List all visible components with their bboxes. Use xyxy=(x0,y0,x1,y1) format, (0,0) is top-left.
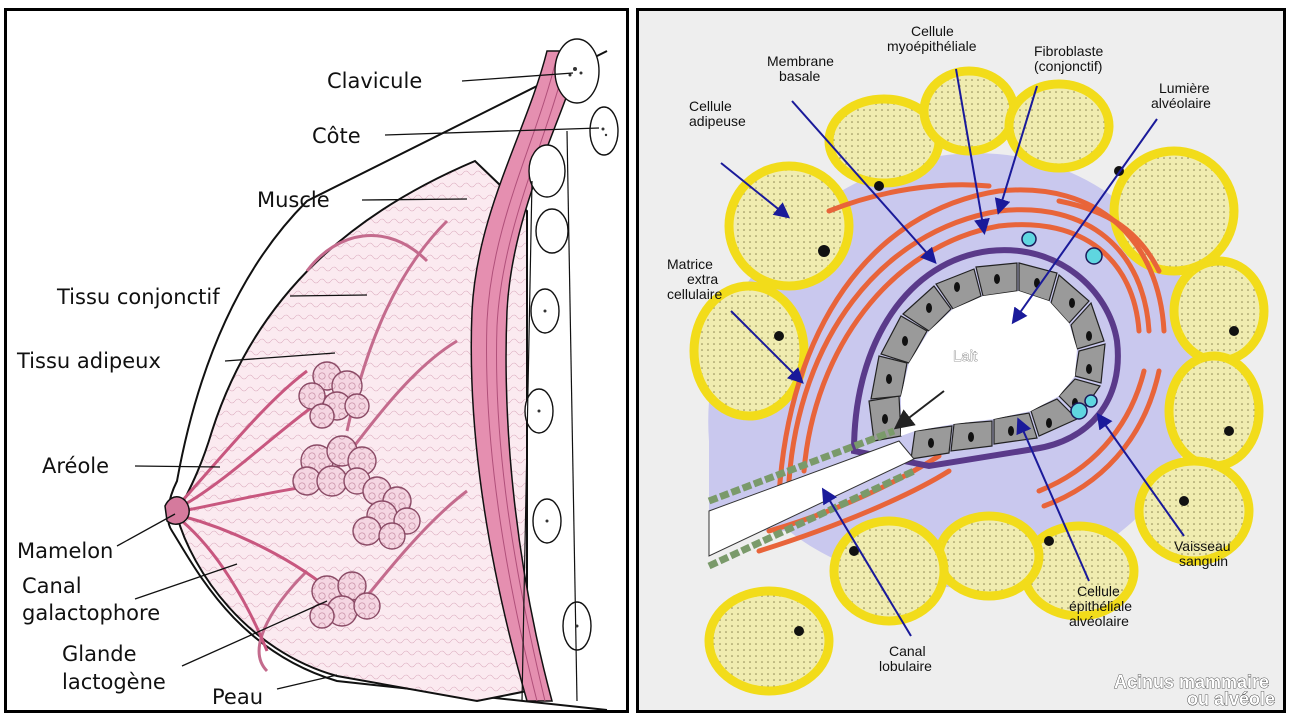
label-vaisseau-1: Vaisseau xyxy=(1174,538,1231,554)
label-matrice-3: cellulaire xyxy=(667,286,722,302)
label-cote: Côte xyxy=(312,124,361,148)
label-myo-1: Cellule xyxy=(911,23,954,39)
label-myo-2: myoépithéliale xyxy=(887,38,977,54)
label-canal-lobulaire-2: lobulaire xyxy=(879,658,932,674)
label-glande-line1: Glande xyxy=(62,642,137,666)
label-lait: Lait xyxy=(953,348,978,365)
label-vaisseau-2: sanguin xyxy=(1179,553,1228,569)
label-canal-line1: Canal xyxy=(22,574,82,598)
label-membrane-1: Membrane xyxy=(767,53,834,69)
acinus-diagram: Cellule adipeuse Membrane basale Cellule… xyxy=(639,11,1283,710)
label-peau: Peau xyxy=(212,685,263,709)
label-muscle: Muscle xyxy=(257,188,330,212)
label-epith-2: épithéliale xyxy=(1069,598,1132,614)
label-cellule-adipeuse-1: Cellule xyxy=(689,98,732,114)
acinus-panel: Cellule adipeuse Membrane basale Cellule… xyxy=(636,8,1286,713)
label-epith-1: Cellule xyxy=(1077,583,1120,599)
label-tissu-conjonctif: Tissu conjonctif xyxy=(56,285,220,309)
label-canal-line2: galactophore xyxy=(22,601,160,625)
label-fibro-1: Fibroblaste xyxy=(1034,43,1103,59)
caption-acinus-line2: ou alvéole xyxy=(1187,689,1275,709)
label-epith-3: alvéolaire xyxy=(1069,613,1129,629)
label-mamelon: Mamelon xyxy=(17,539,113,563)
label-fibro-2: (conjonctif) xyxy=(1034,58,1102,74)
label-canal-lobulaire-1: Canal xyxy=(889,643,926,659)
nipple xyxy=(165,497,189,524)
label-matrice-2: extra xyxy=(687,271,718,287)
label-lumiere-2: alvéolaire xyxy=(1151,95,1211,111)
label-areole: Aréole xyxy=(42,454,109,478)
label-clavicule: Clavicule xyxy=(327,69,422,93)
breast-anatomy-panel: Clavicule Côte Muscle Tissu conjonctif T… xyxy=(4,8,629,713)
label-cellule-adipeuse-2: adipeuse xyxy=(689,113,746,129)
label-membrane-2: basale xyxy=(779,68,820,84)
label-matrice-1: Matrice xyxy=(667,256,713,272)
label-glande-line2: lactogène xyxy=(62,670,166,694)
breast-anatomy-diagram: Clavicule Côte Muscle Tissu conjonctif T… xyxy=(7,11,626,710)
label-tissu-adipeux: Tissu adipeux xyxy=(16,349,161,373)
label-lumiere-1: Lumière xyxy=(1159,80,1210,96)
